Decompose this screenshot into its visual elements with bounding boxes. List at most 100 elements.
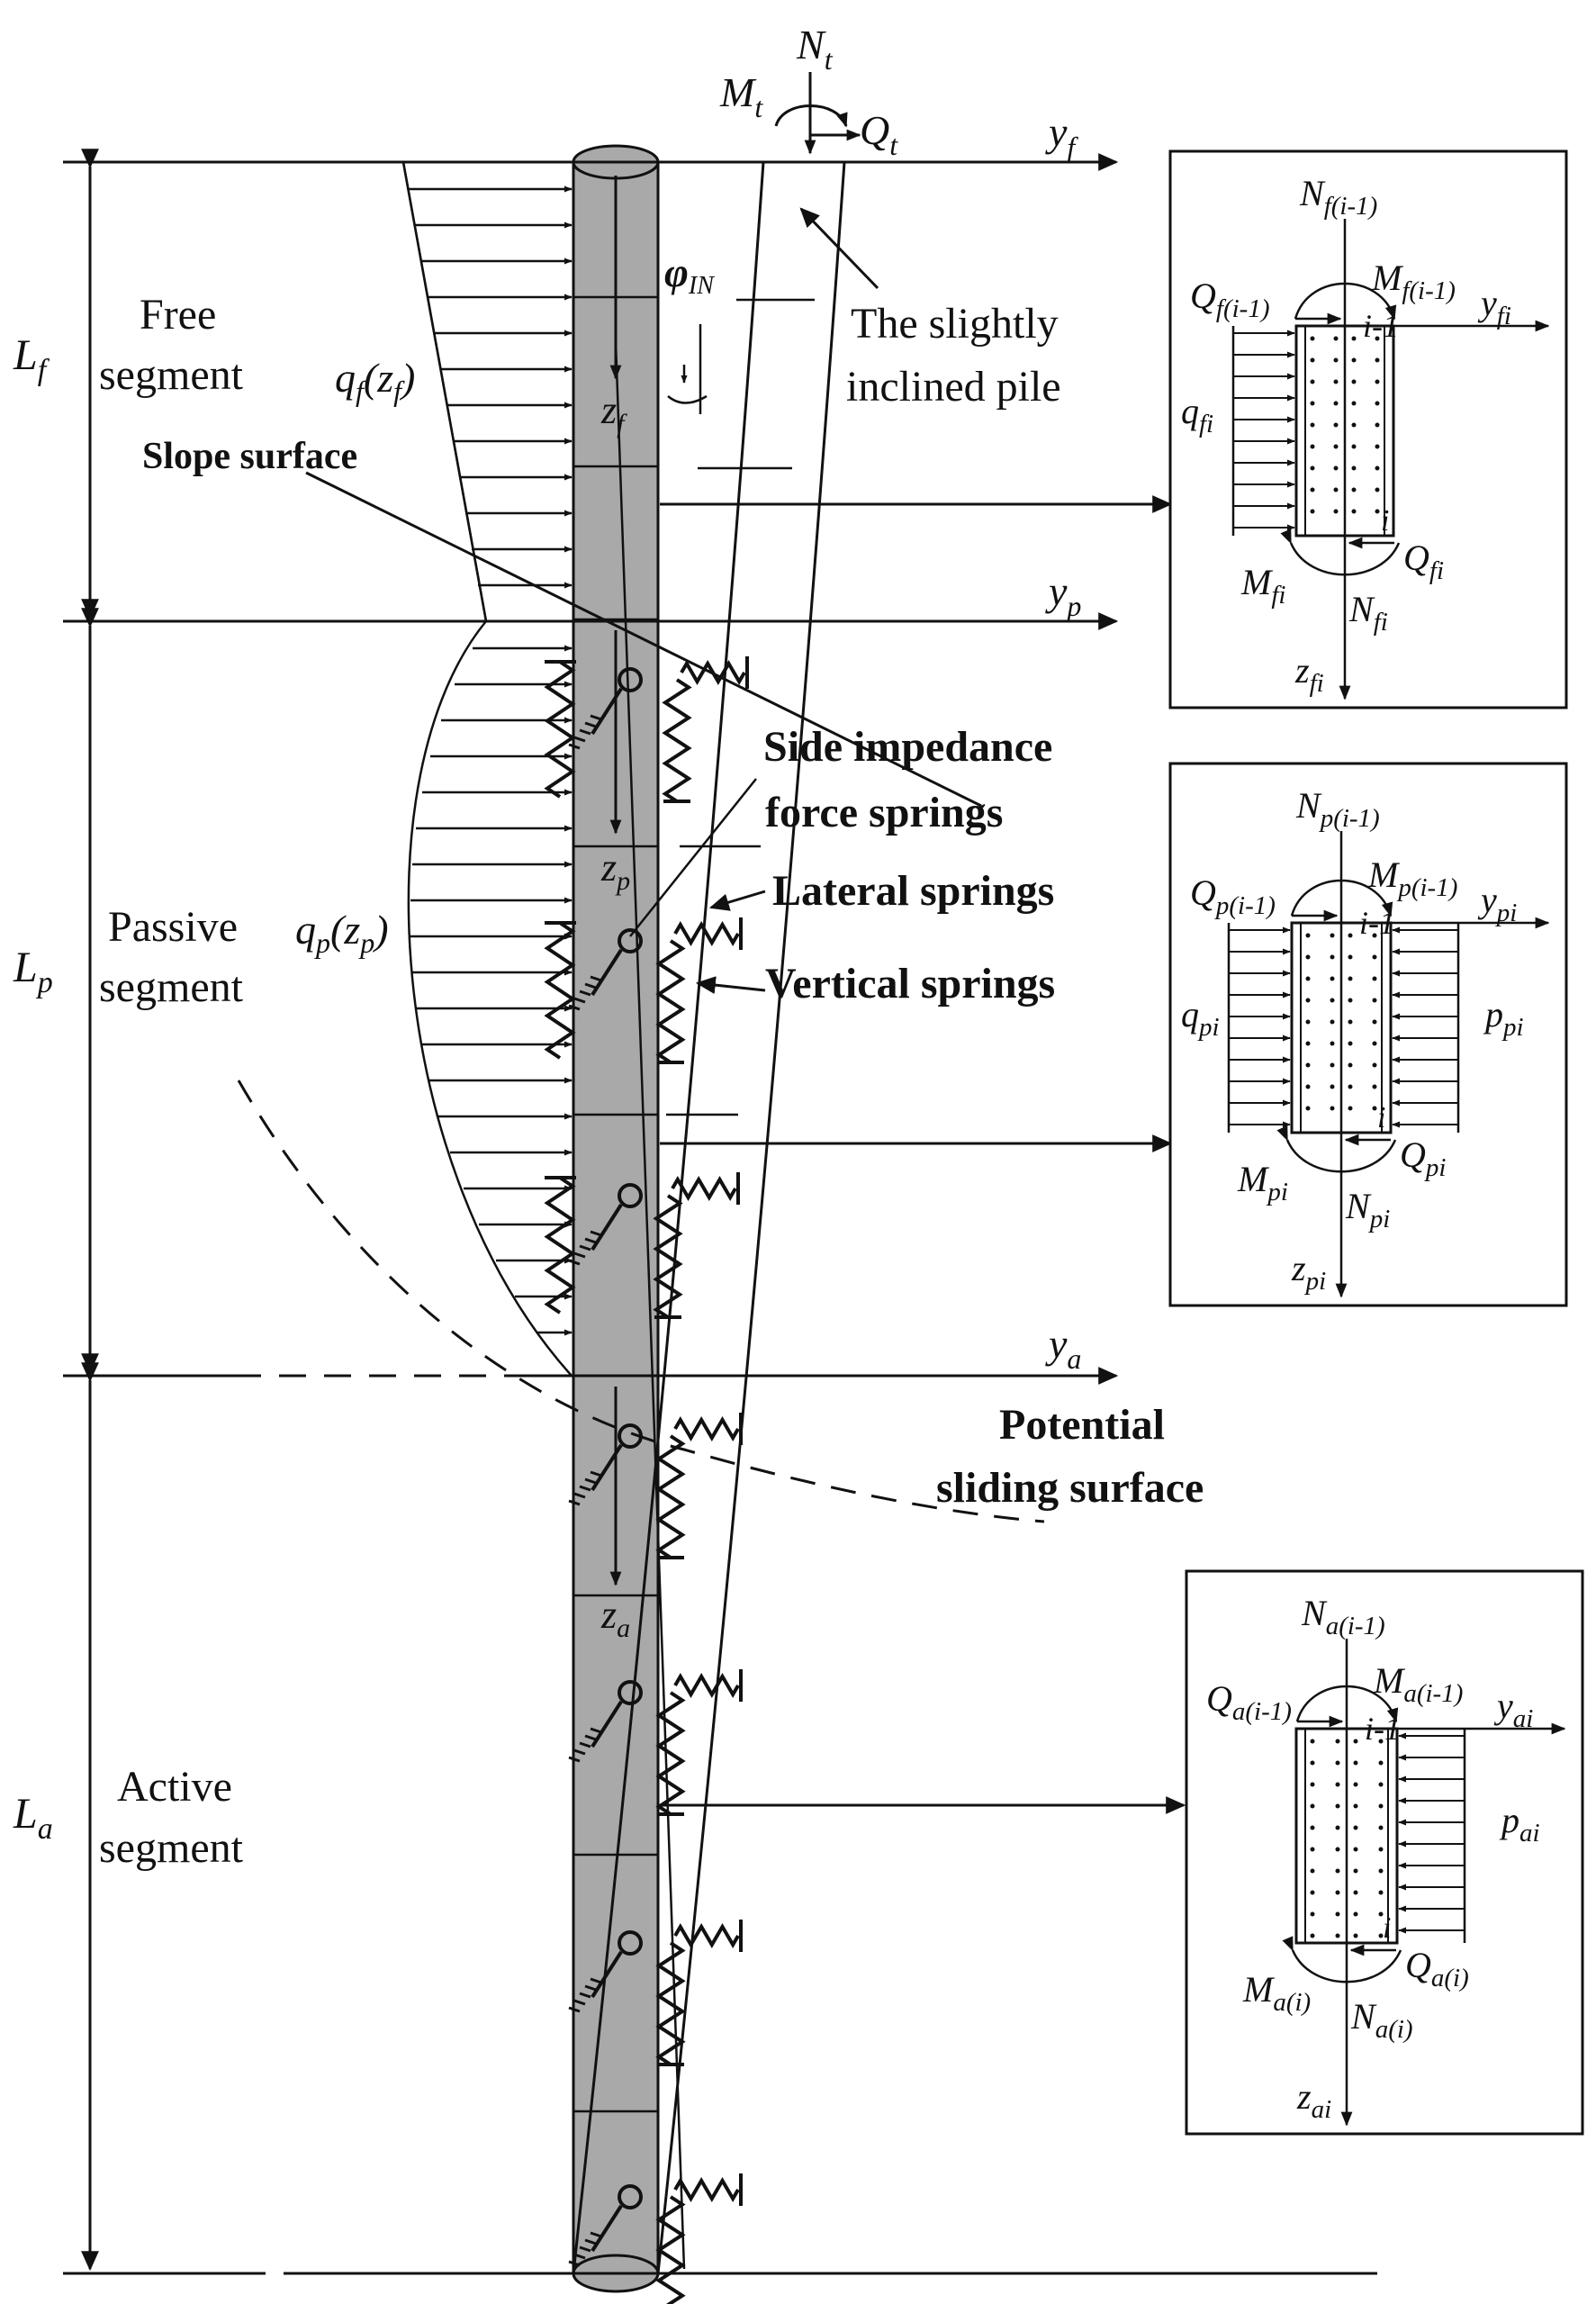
impedance-hatch xyxy=(568,1470,602,1506)
label-La: La xyxy=(13,1790,53,1846)
impedance-hatch xyxy=(568,714,602,750)
passive-load-distribution xyxy=(407,620,573,1377)
spring-set xyxy=(544,656,749,803)
svg-text:yfi: yfi xyxy=(1477,283,1511,330)
svg-text:Qa(i): Qa(i) xyxy=(1405,1945,1469,1992)
element-dots xyxy=(1305,933,1377,1111)
label-potential-2: sliding surface xyxy=(936,1464,1204,1512)
impedance-circle-icon xyxy=(618,1183,643,1208)
spring-coil xyxy=(544,1176,576,1315)
svg-text:Na(i): Na(i) xyxy=(1350,1996,1413,2044)
free-body-boxes: Nf(i-1)Qf(i-1)Mf(i-1)i-1yfiqfiiMfiQfiNfi… xyxy=(1168,149,1584,2136)
label-free-1: Free xyxy=(140,291,216,339)
svg-text:ppi: ppi xyxy=(1483,994,1524,1042)
impedance-circle-icon xyxy=(618,1680,643,1705)
label-side-impedance-2: force springs xyxy=(765,789,1003,836)
phi-angle xyxy=(667,324,708,414)
label-side-impedance-1: Side impedance xyxy=(763,723,1052,771)
box-active-element: Na(i-1)Qa(i-1)Ma(i-1)i-1yaipaiiMa(i)Qa(i… xyxy=(1185,1569,1584,2136)
svg-text:Npi: Npi xyxy=(1345,1186,1390,1233)
svg-text:pai: pai xyxy=(1499,1800,1540,1848)
vertical-pile xyxy=(572,144,660,2293)
element-dots xyxy=(1310,1739,1384,1938)
label-inclined-1: The slightly xyxy=(851,300,1059,348)
svg-text:Mfi: Mfi xyxy=(1240,562,1285,610)
label-inclined-2: inclined pile xyxy=(846,363,1061,411)
impedance-circle-icon xyxy=(618,2184,643,2209)
leaders-to-boxes xyxy=(660,207,1186,1814)
svg-text:i-1: i-1 xyxy=(1359,905,1395,941)
box-frame xyxy=(1168,149,1568,709)
svg-text:ypi: ypi xyxy=(1477,880,1517,927)
svg-text:qfi: qfi xyxy=(1181,391,1213,438)
spring-coil xyxy=(544,921,576,1060)
top-loads xyxy=(774,72,861,155)
label-phi: φIN xyxy=(664,249,715,300)
impedance-circle-icon xyxy=(618,928,643,953)
svg-text:Nfi: Nfi xyxy=(1348,589,1388,637)
label-Lf: Lf xyxy=(13,331,50,387)
spring-coil xyxy=(655,2195,686,2304)
svg-text:Qf(i-1): Qf(i-1) xyxy=(1190,276,1269,323)
impedance-arm xyxy=(591,1443,623,1492)
spring-coil xyxy=(655,939,686,1064)
spring-coil xyxy=(671,1176,737,1201)
impedance-arm xyxy=(591,1950,623,1999)
spring-coil xyxy=(544,660,576,799)
free-load-distribution xyxy=(401,161,488,622)
spring-set xyxy=(568,2173,743,2304)
spring-coil xyxy=(673,1673,740,1698)
svg-text:zfi: zfi xyxy=(1294,650,1324,698)
impedance-hatch xyxy=(568,1727,602,1763)
svg-text:Mf(i-1): Mf(i-1) xyxy=(1371,258,1456,305)
impedance-circle-icon xyxy=(618,667,643,692)
spring-set xyxy=(544,1172,740,1319)
label-vertical-springs: Vertical springs xyxy=(765,960,1055,1007)
impedance-hatch xyxy=(568,975,602,1011)
spring-coil xyxy=(673,1416,740,1441)
label-potential-1: Potential xyxy=(999,1401,1165,1449)
label-za: za xyxy=(600,1593,630,1643)
label-slope-surface: Slope surface xyxy=(142,436,357,477)
box-free-element: Nf(i-1)Qf(i-1)Mf(i-1)i-1yfiqfiiMfiQfiNfi… xyxy=(1168,149,1568,709)
impedance-arm xyxy=(591,687,623,736)
impedance-arm xyxy=(591,948,623,997)
impedance-arm xyxy=(591,1700,623,1748)
impedance-circle-icon xyxy=(618,1423,643,1449)
spring-coil xyxy=(673,1923,740,1948)
springs-group xyxy=(544,656,749,2304)
spring-set xyxy=(568,1669,743,1816)
label-active-1: Active xyxy=(117,1763,232,1811)
svg-text:i-1: i-1 xyxy=(1363,308,1399,344)
slope-surface-line xyxy=(305,471,982,808)
impedance-circle-icon xyxy=(618,1930,643,1956)
spring-coil xyxy=(655,1941,686,2066)
spring-coil xyxy=(653,1194,683,1319)
impedance-arm xyxy=(591,2204,623,2253)
svg-text:Qa(i-1): Qa(i-1) xyxy=(1206,1678,1292,1726)
side-impedance-leader xyxy=(629,778,757,937)
passive-load-arrows xyxy=(410,645,573,1336)
svg-text:Mpi: Mpi xyxy=(1237,1159,1288,1206)
label-passive-1: Passive xyxy=(108,903,238,951)
spring-coil xyxy=(655,1434,686,1559)
label-Mt: Mt xyxy=(719,69,763,123)
spring-set xyxy=(568,1920,743,2066)
spring-coil xyxy=(673,921,740,946)
label-lateral-springs: Lateral springs xyxy=(772,867,1054,915)
label-passive-2: segment xyxy=(99,963,244,1011)
impedance-arm xyxy=(591,1203,623,1251)
spring-coil xyxy=(673,2177,740,2202)
free-load-arrows xyxy=(408,185,573,589)
label-yp: yp xyxy=(1045,568,1081,622)
svg-text:yai: yai xyxy=(1493,1685,1533,1733)
label-Nt: Nt xyxy=(796,22,834,76)
spring-coil xyxy=(680,660,746,685)
svg-text:i: i xyxy=(1383,1911,1391,1945)
svg-text:Mp(i-1): Mp(i-1) xyxy=(1367,854,1457,902)
label-ya: ya xyxy=(1045,1321,1081,1375)
inclined-pile xyxy=(572,161,846,2274)
svg-text:Ma(i-1): Ma(i-1) xyxy=(1373,1660,1463,1708)
